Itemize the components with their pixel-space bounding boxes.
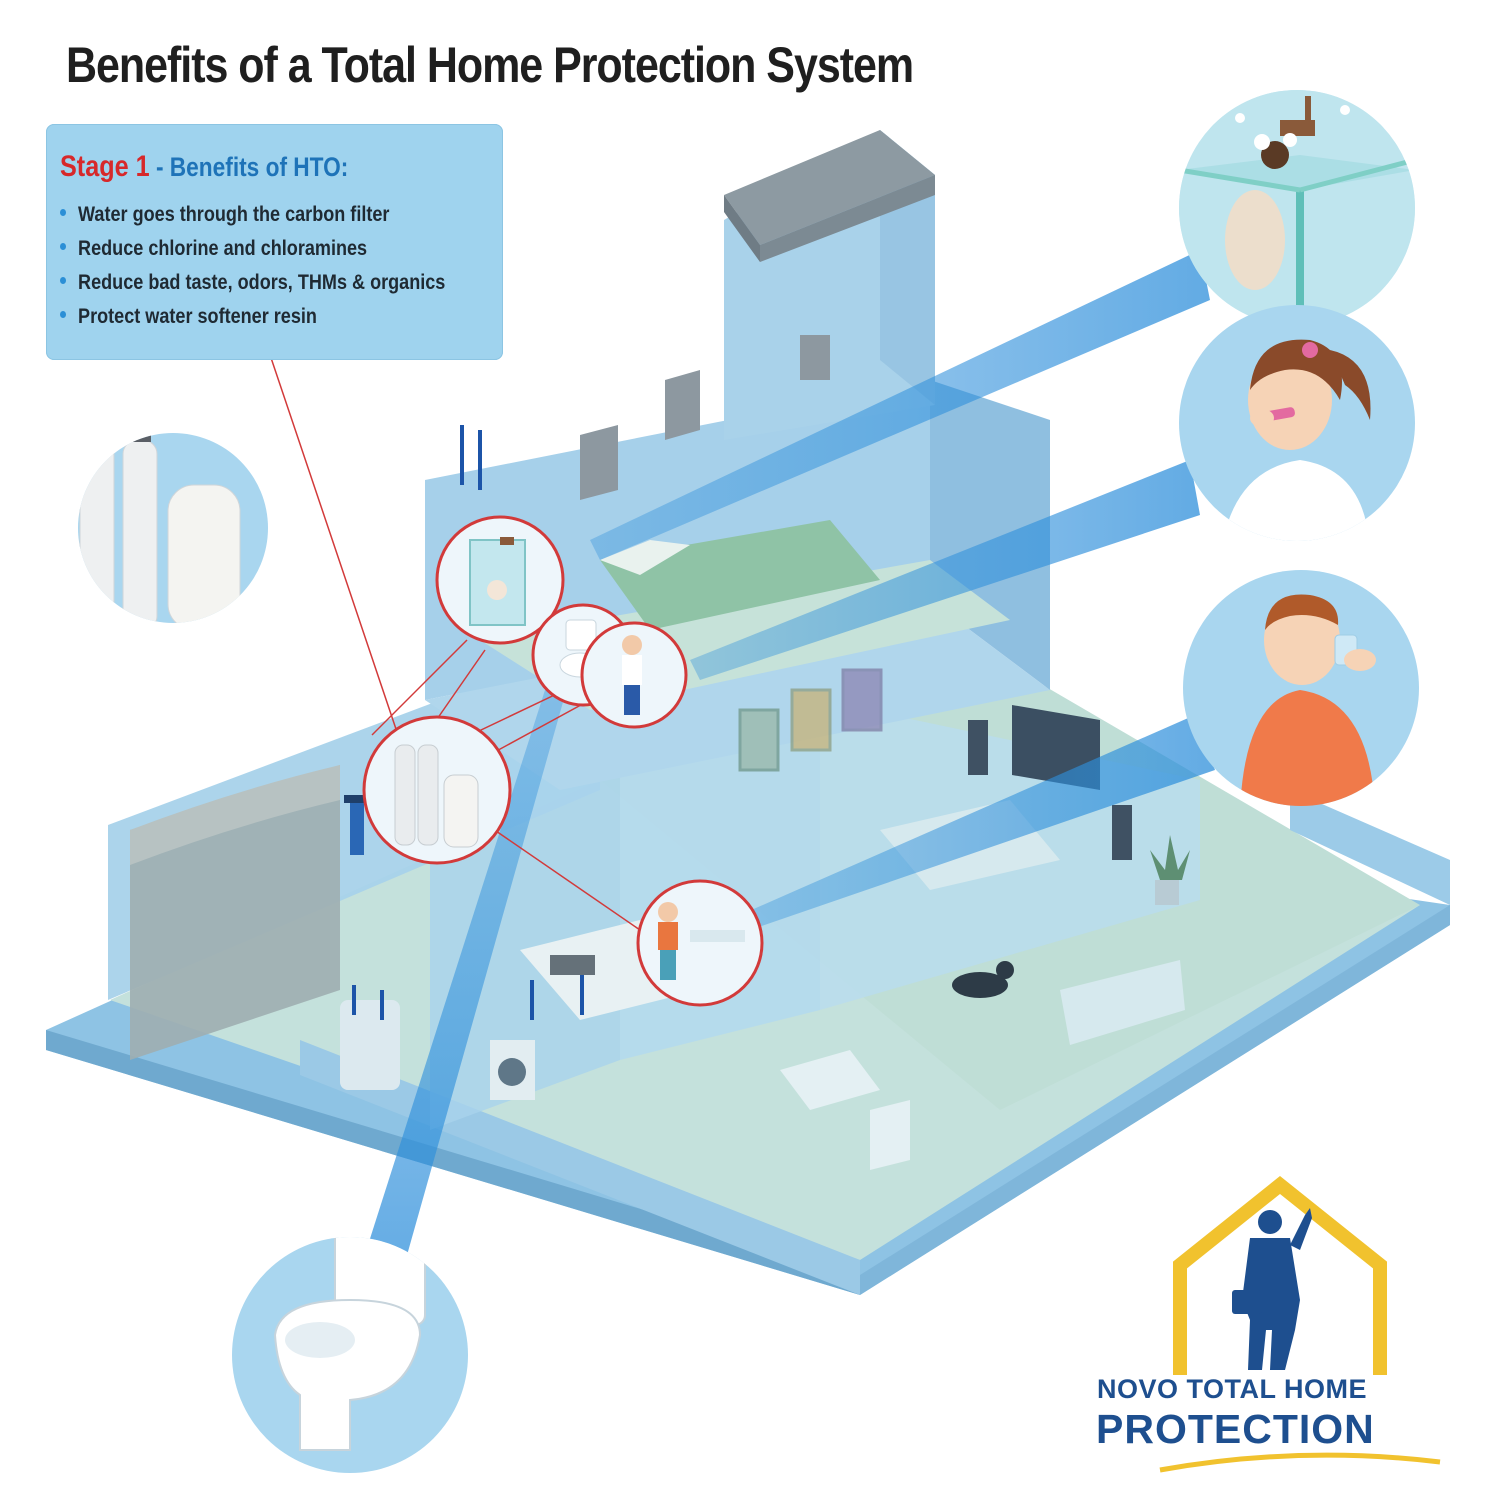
callout-brushing-small (580, 621, 688, 729)
stage-label: Stage 1 (60, 150, 150, 183)
stage-subheading: Benefits of HTO: (169, 152, 349, 182)
stage-separator: - (149, 152, 170, 182)
benefit-text: Water goes through the carbon filter (78, 203, 390, 226)
connection-beams (360, 250, 1215, 1280)
stage-benefits-panel: Stage 1 - Benefits of HTO: Water goes th… (46, 124, 503, 360)
bullet-icon (60, 208, 67, 216)
benefit-list: Water goes through the carbon filter Red… (60, 198, 508, 334)
bullet-icon (60, 242, 67, 250)
callout-shower-small (435, 515, 565, 645)
benefit-text: Reduce chlorine and chloramines (78, 237, 368, 260)
list-item: Reduce chlorine and chloramines (60, 232, 445, 266)
page-title: Benefits of a Total Home Protection Syst… (66, 37, 914, 93)
novo-logo-house-icon (1159, 1176, 1441, 1473)
shower-icon (1179, 90, 1415, 326)
bullet-icon (60, 276, 67, 284)
water-filter-system-icon (78, 433, 268, 623)
list-item: Protect water softener resin (60, 300, 445, 334)
bullet-icon (60, 310, 67, 318)
toilet-icon (232, 1237, 468, 1473)
man-drinking-water-icon (1183, 570, 1419, 806)
list-item: Reduce bad taste, odors, THMs & organics (60, 266, 445, 300)
callout-kitchen-small (636, 879, 764, 1007)
stage-heading: Stage 1 - Benefits of HTO: (60, 150, 348, 184)
list-item: Water goes through the carbon filter (60, 198, 445, 232)
woman-brushing-teeth-icon (1179, 305, 1415, 541)
callout-filter-small (362, 715, 512, 865)
benefit-text: Protect water softener resin (78, 305, 317, 328)
logo-line-2: PROTECTION (1096, 1406, 1375, 1452)
logo-line-1: NOVO TOTAL HOME (1097, 1374, 1368, 1404)
benefit-text: Reduce bad taste, odors, THMs & organics (78, 271, 446, 294)
